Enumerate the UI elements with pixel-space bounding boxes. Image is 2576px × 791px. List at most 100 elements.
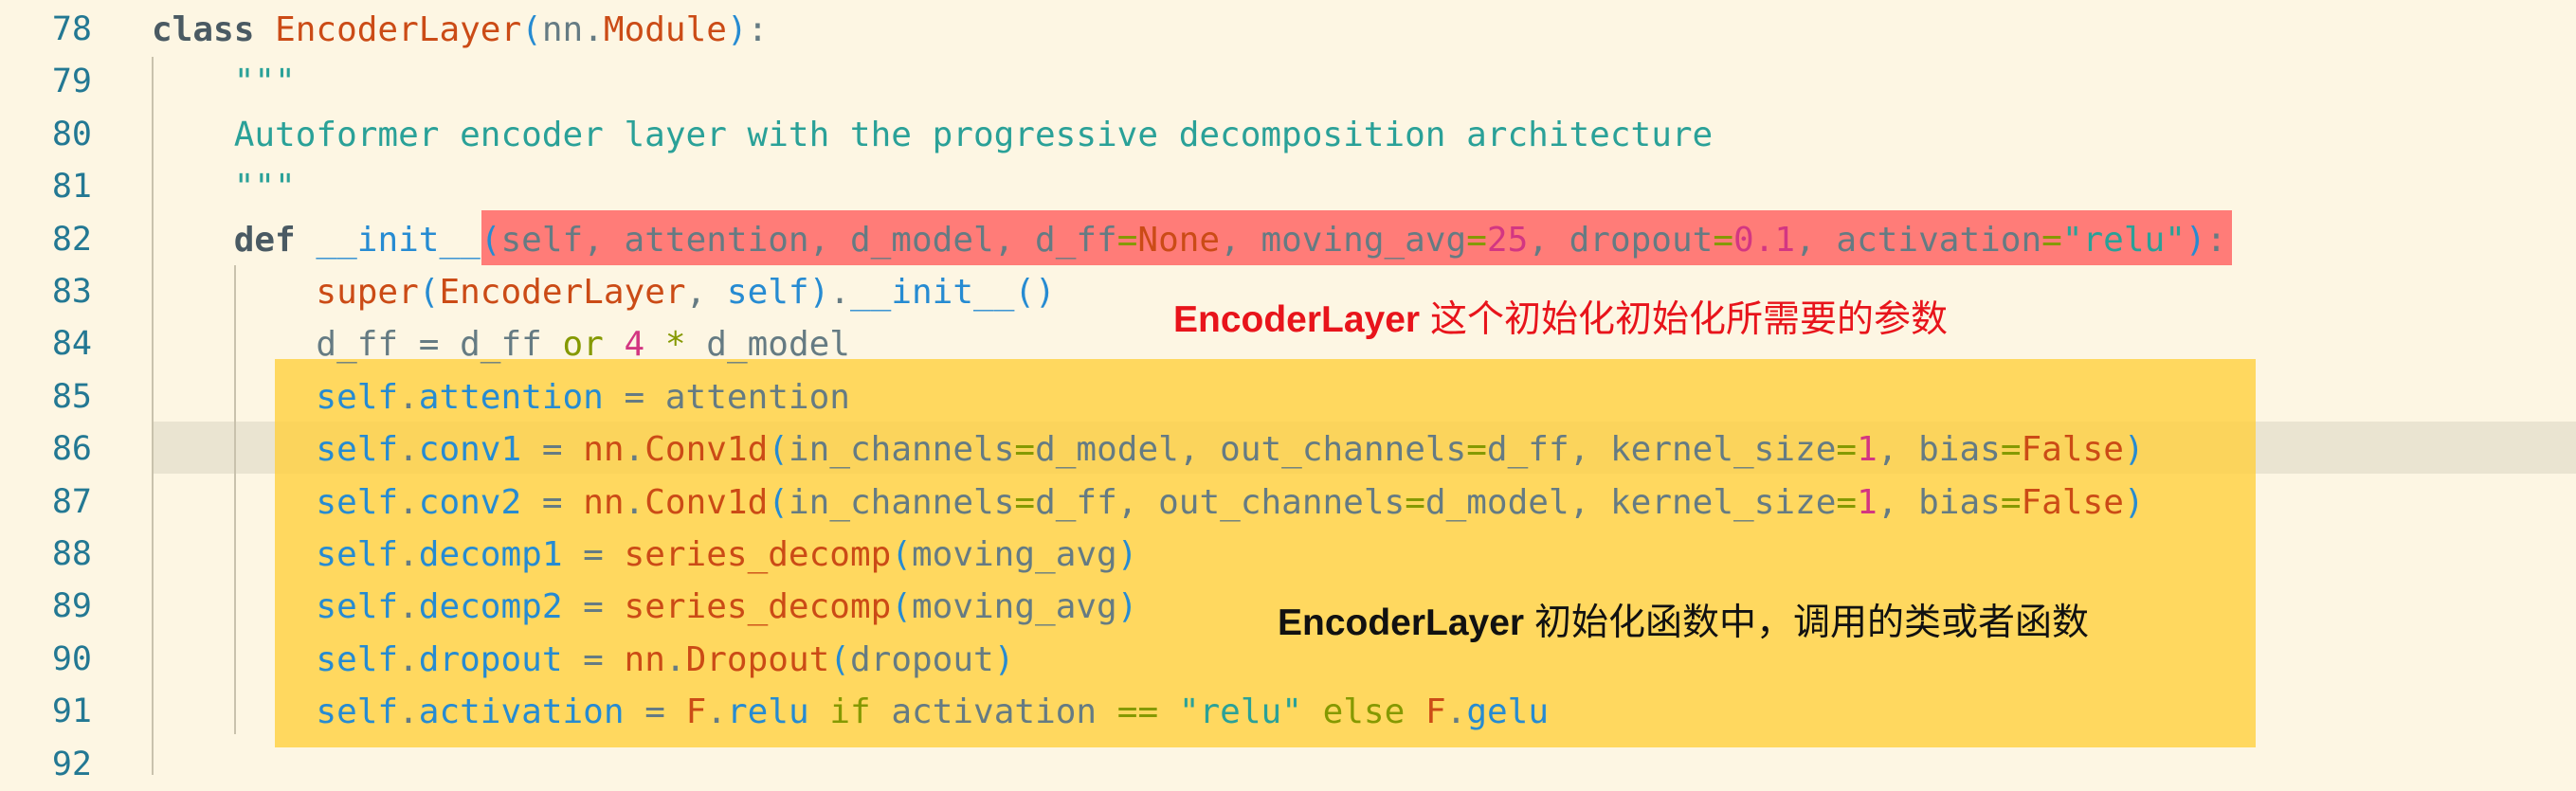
line-number: 85 (51, 377, 92, 416)
code-line[interactable]: self.attention = attention (152, 371, 850, 423)
code-token: Conv1d (644, 430, 769, 470)
code-token (1405, 692, 1425, 731)
code-token: ( (480, 220, 501, 260)
code-line[interactable]: self.conv2 = nn.Conv1d(in_channels=d_ff,… (152, 476, 2145, 529)
code-token: __init__ (316, 220, 481, 260)
code-token: = (1014, 482, 1036, 522)
code-token: . (664, 639, 686, 679)
code-token: : (747, 10, 769, 49)
code-line[interactable]: class EncoderLayer(nn.Module): (152, 4, 768, 56)
code-token: ) (1116, 587, 1138, 627)
code-token (152, 587, 316, 626)
code-token: d_ff, kernel_size (1486, 430, 1837, 470)
code-line[interactable]: """ (152, 56, 296, 108)
code-token: EncoderLayer (275, 10, 522, 49)
code-line[interactable]: d_ff = d_ff or 4 * d_model (152, 318, 850, 370)
line-number: 79 (51, 63, 92, 101)
line-number: 84 (51, 325, 92, 364)
code-token: self (316, 587, 399, 627)
code-token: . (829, 273, 850, 312)
code-token: , moving_avg (1220, 220, 1467, 260)
code-token: == (1116, 692, 1159, 732)
code-token: 1 (1857, 482, 1878, 522)
code-token: . (398, 377, 419, 417)
line-number: 92 (51, 745, 92, 783)
code-token: ) (993, 639, 1015, 679)
line-number: 89 (51, 587, 92, 626)
code-token: 25 (1486, 220, 1529, 260)
code-token: ( (521, 10, 542, 49)
code-token: self (726, 273, 809, 312)
code-token: = (1116, 220, 1138, 260)
code-token: d_ff = d_ff (152, 325, 563, 365)
code-token (152, 535, 316, 574)
code-token: = attention (603, 377, 850, 417)
code-token (604, 325, 625, 364)
code-line[interactable]: super(EncoderLayer, self).__init__() (152, 266, 1055, 318)
code-token: self (316, 430, 399, 470)
annotation-label-black: EncoderLayer 初始化函数中，调用的类或者函数 (1278, 602, 2089, 643)
code-token (254, 10, 275, 49)
code-token: 4 (624, 325, 645, 365)
code-token: = (2041, 220, 2062, 260)
code-token: self (316, 377, 399, 417)
code-token: class (152, 10, 255, 49)
code-token (1158, 692, 1179, 731)
code-token: False (2021, 482, 2124, 522)
code-token: nn (624, 639, 665, 679)
code-token: moving_avg (911, 587, 1117, 627)
code-token (809, 692, 830, 731)
line-number: 82 (51, 220, 92, 259)
code-token: 0.1 (1733, 220, 1796, 260)
code-token: 1 (1857, 430, 1878, 470)
code-token: d_ff, out_channels (1035, 482, 1406, 522)
code-token: = (624, 692, 686, 732)
code-line[interactable]: self.conv1 = nn.Conv1d(in_channels=d_mod… (152, 423, 2145, 476)
code-token: = (2000, 430, 2022, 470)
code-line[interactable]: self.decomp2 = series_decomp(moving_avg) (152, 581, 1137, 633)
code-line[interactable]: def __init__(self, attention, d_model, d… (152, 214, 2227, 266)
code-token: ( (891, 587, 912, 627)
code-line[interactable]: self.decomp1 = series_decomp(moving_avg) (152, 529, 1137, 581)
code-token: = (1466, 430, 1487, 470)
code-token: ( (768, 482, 789, 522)
code-token: dropout (849, 639, 994, 679)
code-token: = (1836, 430, 1858, 470)
line-number: 78 (51, 10, 92, 48)
code-token (152, 640, 316, 679)
code-token: def (233, 220, 296, 260)
code-token: attention (418, 377, 604, 417)
code-token: self (316, 692, 399, 732)
code-token: Dropout (685, 639, 830, 679)
code-token: , bias (1877, 430, 2001, 470)
code-token: activation (870, 692, 1117, 732)
code-token: ) (808, 273, 830, 312)
code-line[interactable]: Autoformer encoder layer with the progre… (152, 109, 1714, 161)
line-number: 80 (51, 115, 92, 153)
code-token (152, 483, 316, 522)
code-line[interactable]: self.activation = F.relu if activation =… (152, 686, 1549, 738)
annotation-highlight-yellow (275, 359, 2256, 747)
code-token: = (1836, 482, 1858, 522)
code-token: dropout (418, 639, 563, 679)
code-token: ) (2123, 482, 2145, 522)
code-line[interactable]: """ (152, 161, 296, 213)
code-token: Autoformer encoder layer with the progre… (152, 115, 1714, 154)
code-token (1302, 692, 1323, 731)
code-token: else (1322, 692, 1406, 732)
code-token: . (398, 430, 419, 470)
code-token: Conv1d (644, 482, 769, 522)
indent-guide (234, 265, 236, 734)
code-token: nn (541, 10, 584, 49)
code-token: d_model, out_channels (1035, 430, 1467, 470)
code-token (152, 273, 316, 312)
code-token: . (398, 639, 419, 679)
code-token: in_channels (788, 482, 1015, 522)
code-token: "relu" (1178, 692, 1302, 732)
code-token: ) (2123, 430, 2145, 470)
code-token: . (398, 482, 419, 522)
code-line[interactable]: self.dropout = nn.Dropout(dropout) (152, 634, 1014, 686)
code-token: = (1466, 220, 1487, 260)
code-token: False (2021, 430, 2124, 470)
